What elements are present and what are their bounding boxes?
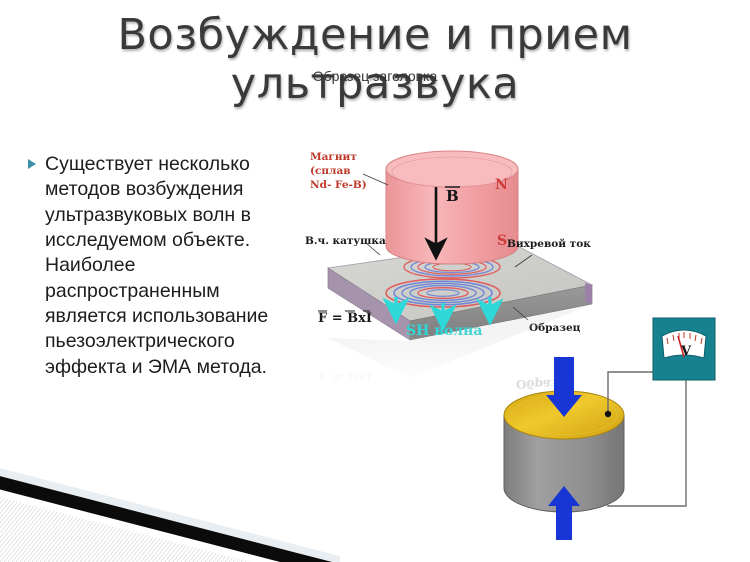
decorative-band-dark — [0, 466, 340, 562]
magnet-north-pole-label: N — [495, 177, 508, 193]
subtitle-placeholder: Образец заголовка — [312, 68, 438, 84]
svg-text:Nd- Fe-B): Nd- Fe-B) — [310, 179, 367, 191]
title-line-1: Возбуждение и прием — [117, 10, 633, 60]
connection-wires — [607, 371, 687, 507]
title-line-2: ультразвука — [230, 59, 520, 109]
magnetic-field-arrow: B — [424, 186, 460, 261]
slide-title: Возбуждение и прием ультразвука — [0, 14, 750, 106]
terminal-dot-top — [604, 410, 612, 418]
svg-text:F = BxI: F = BxI — [318, 311, 372, 326]
permanent-magnet — [385, 150, 519, 265]
triangle-bullet-icon — [28, 159, 36, 169]
eddy-current-label: Вихревой ток — [507, 238, 591, 250]
force-arrow-down-icon — [546, 357, 582, 417]
voltmeter: V — [652, 317, 716, 381]
rf-coil-label: В.ч. катушка — [305, 235, 386, 247]
force-arrow-up-icon — [548, 486, 580, 540]
magnet-label: Магнит (сплав Nd- Fe-B) — [310, 151, 367, 191]
magnet-leader-line — [362, 173, 389, 186]
decorative-hatch-pattern — [0, 486, 340, 562]
sample-label: Образец — [529, 322, 581, 334]
magnet-south-pole-label: S — [497, 233, 507, 249]
meter-needle — [677, 335, 685, 358]
ema-method-diagram: N S B Магнит (сплав Nd- Fe-B) В.ч. катуш… — [300, 145, 600, 390]
voltmeter-unit-label: V — [680, 344, 692, 359]
svg-text:(сплав: (сплав — [310, 165, 351, 177]
piezoelectric-apparatus-diagram: Образец — [468, 310, 750, 560]
body-bullet-item: Существует несколько методов возбуждения… — [28, 152, 306, 380]
body-bullet-text: Существует несколько методов возбуждения… — [45, 153, 269, 378]
decorative-corner-graphic — [0, 432, 340, 562]
svg-text:Магнит: Магнит — [310, 151, 357, 163]
lorentz-force-formula: F = BxI — [318, 310, 372, 326]
magnetic-field-label: B — [446, 187, 459, 205]
decorative-band-light — [0, 458, 340, 562]
sh-wave-arrows — [382, 297, 504, 332]
